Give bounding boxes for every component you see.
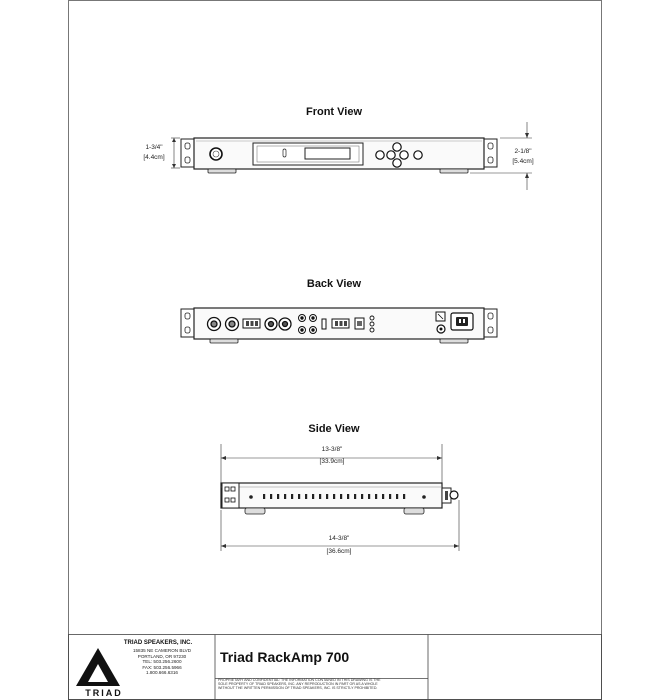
triad-logo-icon: [76, 648, 120, 686]
front-overall-height-metric: [5.4cm]: [512, 158, 534, 165]
brand-wordmark: TRIAD: [85, 688, 123, 698]
company-name: TRIAD SPEAKERS, INC.: [123, 640, 193, 646]
side-overall-depth-dimension: [220, 500, 460, 551]
front-view-chassis: [180, 137, 498, 174]
side-overall-depth-metric: [36.6cm]: [327, 548, 352, 555]
title-block: TRIAD SPEAKERS, INC. 15835 NE CAMERON BL…: [68, 634, 602, 700]
front-overall-height-imperial: 2-1/8": [514, 148, 532, 155]
side-depth-imperial: 13-3/8": [322, 446, 343, 453]
rca-connectors-icon: [298, 314, 317, 334]
navigation-buttons: [375, 142, 423, 168]
address-line: TEL: 503.256.2600: [142, 659, 182, 665]
speaker-output-connectors-icon: [264, 317, 292, 331]
company-address: 15835 NE CAMERON BLVD PORTLAND, OR 97230…: [104, 648, 220, 676]
back-view-title: Back View: [307, 278, 362, 290]
legal-line: PROPRIETARY AND CONFIDENTIAL: THE INFORM…: [218, 678, 381, 682]
side-depth-metric: [33.9cm]: [320, 458, 345, 465]
xlr-input-connectors-icon: [206, 316, 240, 332]
legal-line: WITHOUT THE WRITTEN PERMISSION OF TRIAD …: [218, 686, 378, 691]
legal-line: SOLE PROPERTY OF TRIAD SPEAKERS, INC. AN…: [218, 682, 378, 687]
front-height-metric: [4.4cm]: [143, 154, 165, 161]
side-overall-depth-imperial: 14-3/8": [329, 535, 350, 542]
volume-knob-icon: [209, 147, 223, 161]
address-line: PORTLAND, OR 97230: [137, 653, 187, 659]
address-line: FAX: 503.256.5966: [142, 664, 182, 670]
address-line: 1.800.666.6316: [146, 670, 178, 676]
front-view-title: Front View: [306, 106, 362, 118]
back-view-chassis: [180, 307, 498, 344]
side-view-chassis: [220, 482, 459, 515]
ventilation-slots: [263, 494, 406, 499]
legal-notice: PROPRIETARY AND CONFIDENTIAL: THE INFORM…: [218, 678, 428, 691]
front-height-imperial: 1-3/4": [145, 144, 163, 151]
address-line: 15835 NE CAMERON BLVD: [132, 648, 192, 653]
product-title: Triad RackAmp 700: [220, 649, 350, 665]
front-height-dimension: [171, 137, 180, 169]
front-overall-height-dimension: [470, 122, 532, 190]
side-depth-dimension: [220, 444, 443, 484]
side-view-title: Side View: [308, 423, 360, 435]
